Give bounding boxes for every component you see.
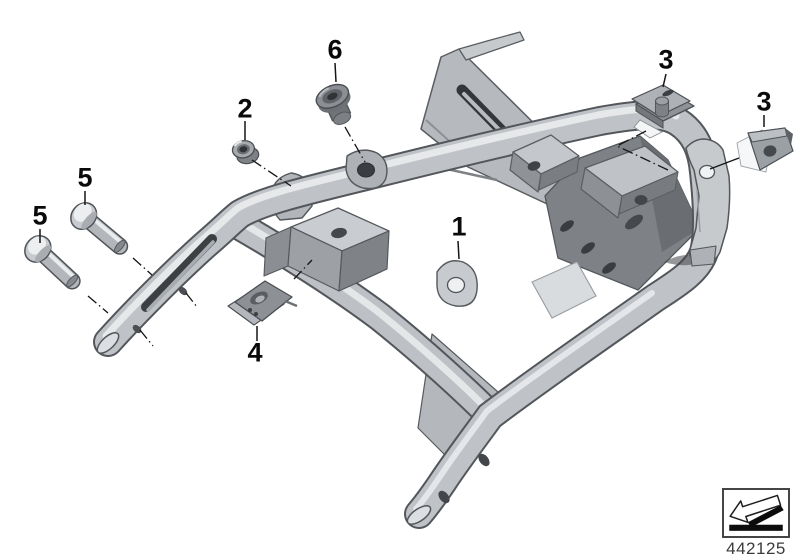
thumbnail-box[interactable] xyxy=(722,488,790,538)
callout-3-clip-nut[interactable]: 3 xyxy=(658,44,674,75)
part-2-nut xyxy=(231,140,260,165)
part-5-screw xyxy=(70,202,129,255)
callout-5-pan-head-screw[interactable]: 5 xyxy=(32,200,48,231)
part-4-clip xyxy=(227,280,298,326)
arrow-down-left-icon xyxy=(729,494,784,531)
channel-bracket-b xyxy=(580,145,679,219)
lug-tab xyxy=(436,260,478,307)
leader-lines xyxy=(39,62,765,347)
box-bracket xyxy=(263,207,390,292)
callout-5-pan-head-screw[interactable]: 5 xyxy=(77,162,93,193)
part-3-clip-nut xyxy=(631,84,695,139)
callout-3-clip-nut[interactable]: 3 xyxy=(756,86,772,117)
part-3-clip-nut xyxy=(736,127,794,173)
side-plate xyxy=(531,261,597,319)
part-6-grommet xyxy=(315,83,352,125)
channel-bracket-a xyxy=(509,134,580,193)
part-number: 442125 xyxy=(726,539,786,558)
callout-1-carrier-bracket-frame[interactable]: 1 xyxy=(451,211,467,242)
part-5-screw xyxy=(24,235,81,290)
grommet-lug xyxy=(345,149,388,190)
callout-2-hex-nut[interactable]: 2 xyxy=(237,93,253,124)
callout-6-rubber-grommet[interactable]: 6 xyxy=(327,34,343,65)
main-frame-tube xyxy=(93,100,723,529)
callout-4-body-clip[interactable]: 4 xyxy=(247,337,263,368)
strap-bracket xyxy=(664,138,731,267)
